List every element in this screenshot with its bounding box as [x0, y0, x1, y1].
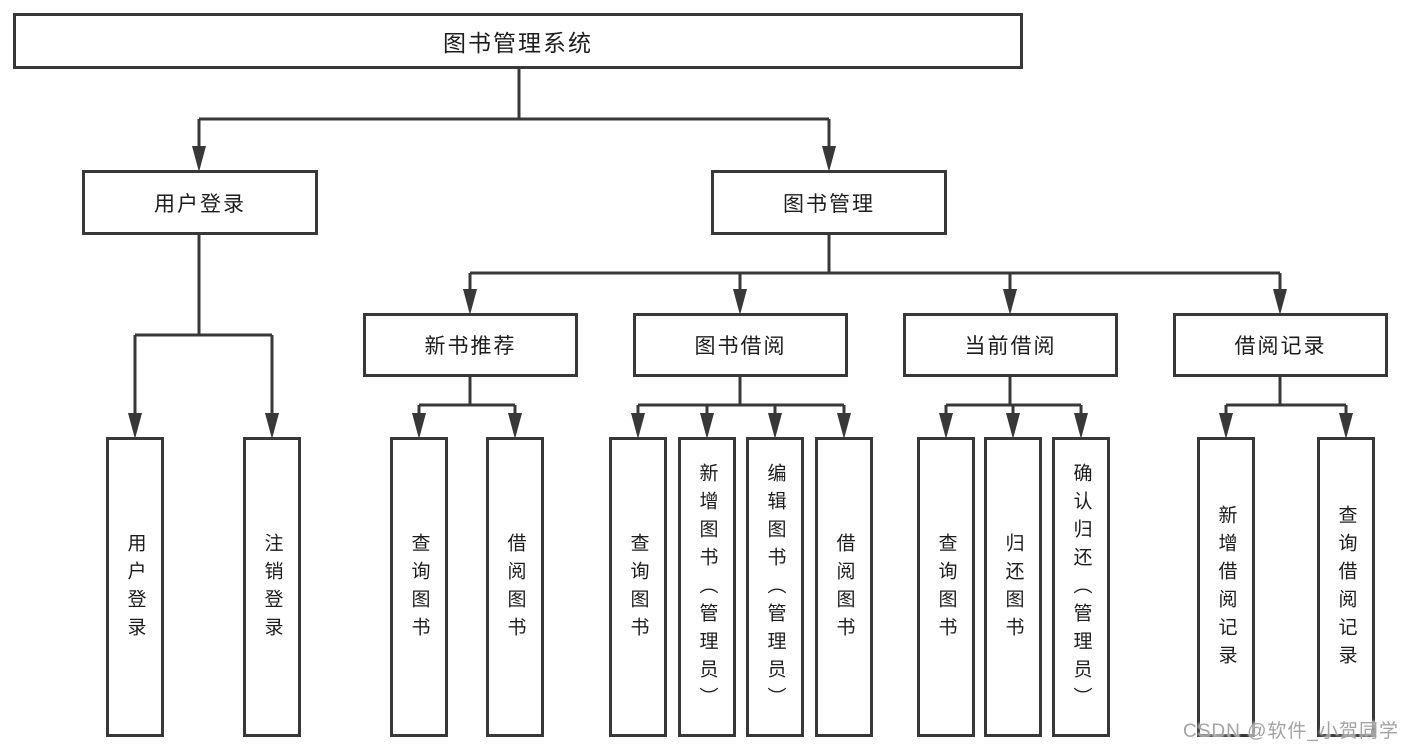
connector-new-book-to-children — [417, 377, 517, 414]
node-library-management-system: 图书管理系统 — [13, 13, 1023, 69]
arrowhead-icon — [1273, 289, 1287, 315]
arrowhead-icon — [128, 413, 142, 439]
leaf-user-login: 用户登录 — [106, 437, 164, 737]
leaf-records-add-borrow-record: 新增借阅记录 — [1197, 437, 1255, 737]
leaf-newbook-query-books: 查询图书 — [390, 437, 448, 737]
arrowhead-icon — [1006, 413, 1020, 439]
arrowhead-icon — [1003, 289, 1017, 315]
connector-book-mgmt-to-level3 — [468, 235, 1282, 290]
leaf-current-confirm-return-admin: 确认归还（管理员） — [1052, 437, 1110, 737]
leaf-borrowing-add-books-admin: 新增图书（管理员） — [678, 437, 736, 737]
arrowhead-icon — [1339, 413, 1353, 439]
csdn-watermark: CSDN @软件_小贺同学 — [1183, 721, 1399, 742]
connector-user-login-to-children — [133, 235, 274, 414]
node-book-management-branch: 图书管理 — [711, 170, 947, 235]
arrowhead-icon — [837, 413, 851, 439]
connector-borrow-records-to-children — [1224, 377, 1348, 414]
arrowhead-icon — [192, 146, 206, 172]
node-borrowing-records: 借阅记录 — [1173, 313, 1388, 377]
leaf-newbook-borrow-books: 借阅图书 — [486, 437, 544, 737]
arrowhead-icon — [939, 413, 953, 439]
arrowhead-icon — [700, 413, 714, 439]
leaf-logout-login: 注销登录 — [243, 437, 301, 737]
arrowhead-icon — [768, 413, 782, 439]
node-user-login-branch: 用户登录 — [82, 170, 318, 235]
arrowhead-icon — [508, 413, 522, 439]
connector-root-to-level2 — [197, 69, 831, 147]
node-current-borrowing: 当前借阅 — [903, 313, 1118, 377]
leaf-current-query-books: 查询图书 — [917, 437, 975, 737]
node-book-borrowing: 图书借阅 — [633, 313, 848, 377]
arrowhead-icon — [1074, 413, 1088, 439]
connector-book-borrow-to-children — [636, 377, 846, 414]
arrowhead-icon — [631, 413, 645, 439]
arrowhead-icon — [733, 289, 747, 315]
leaf-borrowing-edit-books-admin: 编辑图书（管理员） — [746, 437, 804, 737]
connector-current-borrow-to-children — [944, 377, 1083, 414]
leaf-borrowing-query-books: 查询图书 — [609, 437, 667, 737]
arrowhead-icon — [1219, 413, 1233, 439]
arrowhead-icon — [412, 413, 426, 439]
leaf-borrowing-borrow-books: 借阅图书 — [815, 437, 873, 737]
arrowhead-icon — [463, 289, 477, 315]
leaf-current-return-books: 归还图书 — [984, 437, 1042, 737]
node-new-book-recommend: 新书推荐 — [363, 313, 578, 377]
arrowhead-icon — [822, 146, 836, 172]
leaf-records-query-borrow-record: 查询借阅记录 — [1317, 437, 1375, 737]
arrowhead-icon — [265, 413, 279, 439]
